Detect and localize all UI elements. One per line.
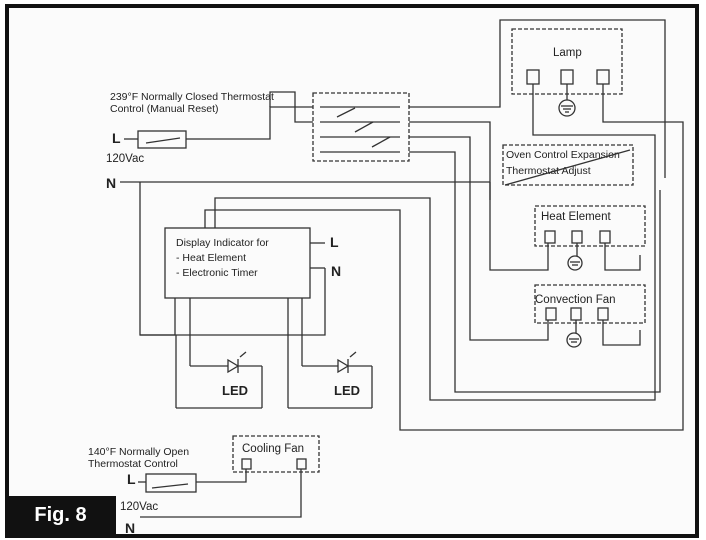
supply-top-voltage: 120Vac bbox=[106, 153, 144, 165]
display-supply-n: N bbox=[331, 263, 341, 279]
display-indicator-box bbox=[164, 227, 311, 299]
ground-icon bbox=[566, 332, 582, 348]
display-label-line3: - Electronic Timer bbox=[176, 267, 258, 279]
supply-top-n: N bbox=[106, 175, 116, 191]
led-right: LED bbox=[287, 335, 373, 409]
lamp-terminal-left bbox=[526, 69, 540, 85]
supply-top-l: L bbox=[112, 130, 121, 146]
cooling-thermostat-label-line2: Thermostat Control bbox=[88, 458, 178, 470]
heat-element-label: Heat Element bbox=[541, 211, 611, 223]
cooling-thermostat-switch-icon bbox=[151, 483, 189, 489]
wiring bbox=[139, 19, 684, 431]
led-icon bbox=[337, 358, 350, 374]
ground-icon bbox=[558, 99, 576, 117]
display-label-line2: - Heat Element bbox=[176, 252, 246, 264]
cooling-fan-box bbox=[232, 435, 320, 473]
lamp-component: Lamp bbox=[511, 28, 623, 117]
display-supply-l: L bbox=[330, 234, 339, 250]
oven-control-adjust-icon bbox=[504, 149, 631, 186]
convection-fan-component: Convection Fan bbox=[534, 284, 646, 348]
lamp-terminal-ground bbox=[560, 69, 574, 85]
relay-block bbox=[312, 92, 410, 162]
cooling-fan-label: Cooling Fan bbox=[242, 443, 304, 455]
oven-control-label-line2: Thermostat Adjust bbox=[506, 165, 591, 177]
lamp-terminal-right bbox=[596, 69, 610, 85]
lamp-label: Lamp bbox=[553, 47, 582, 59]
figure-label: Fig. 8 bbox=[5, 496, 116, 534]
thermostat-main-label-line1: 239°F Normally Closed Thermostat bbox=[110, 91, 274, 103]
supply-bottom-voltage: 120Vac bbox=[120, 501, 158, 513]
convection-fan-label: Convection Fan bbox=[535, 294, 616, 306]
thermostat-main-label-line2: Control (Manual Reset) bbox=[110, 103, 219, 115]
led-left-label: LED bbox=[222, 383, 248, 398]
oven-control-box bbox=[502, 144, 634, 186]
display-label-line1: Display Indicator for bbox=[176, 237, 269, 249]
thermostat-main-switch-icon bbox=[145, 137, 181, 144]
supply-bottom-n: N bbox=[125, 520, 135, 536]
led-right-label: LED bbox=[334, 383, 360, 398]
cooling-thermostat-label-line1: 140°F Normally Open bbox=[88, 446, 189, 458]
heat-element-component: Heat Element bbox=[534, 205, 646, 271]
led-icon bbox=[227, 358, 240, 374]
thermostat-main-box bbox=[137, 130, 187, 149]
led-left: LED bbox=[175, 335, 263, 409]
oven-control-label-line1: Oven Control Expansion bbox=[506, 149, 620, 161]
supply-bottom-l: L bbox=[127, 471, 136, 487]
cooling-thermostat-box bbox=[145, 473, 197, 493]
ground-icon bbox=[567, 255, 583, 271]
